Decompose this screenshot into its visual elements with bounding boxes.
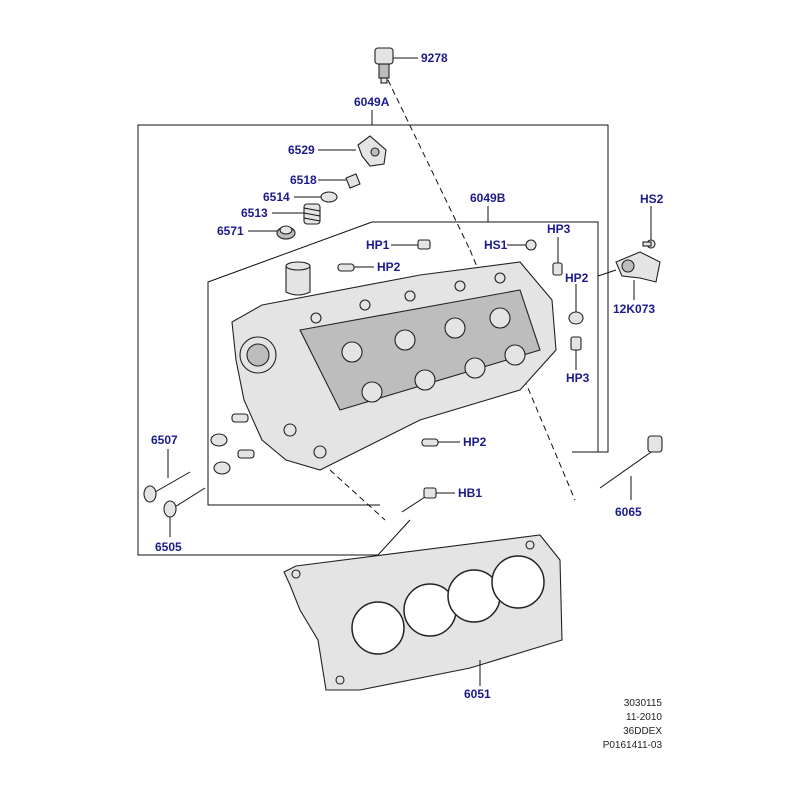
callout-6051: 6051 <box>464 687 491 701</box>
callout-6514: 6514 <box>263 190 290 204</box>
sensor-9278 <box>374 47 394 84</box>
frame-6049B <box>372 221 599 453</box>
seal-6571 <box>276 225 296 240</box>
screw-HS2 <box>642 239 656 249</box>
plug-HP1 <box>417 239 431 250</box>
plug-HP3-lower <box>570 336 582 351</box>
footer-date: 11-2010 <box>626 712 662 723</box>
bolt-HB1 <box>401 487 437 513</box>
bolt-6065 <box>599 435 663 489</box>
valve-6507 <box>143 471 191 503</box>
callout-HB1: HB1 <box>458 486 482 500</box>
plug-HP2-right <box>568 311 584 325</box>
callout-12K073: 12K073 <box>613 302 655 316</box>
callout-6049B: 6049B <box>470 191 506 205</box>
callout-HS1: HS1 <box>484 238 508 252</box>
callout-HP2-right: HP2 <box>565 271 589 285</box>
footer-model-code: 36DDEX <box>623 726 662 737</box>
plug-HP3-upper <box>552 262 563 276</box>
callout-6529: 6529 <box>288 143 315 157</box>
footer-illustration-id: P0161411-03 <box>602 740 662 751</box>
frame-6049B-left <box>207 221 380 506</box>
callout-6571: 6571 <box>217 224 244 238</box>
callout-HS2: HS2 <box>640 192 664 206</box>
plug-HP2-upper <box>337 263 355 272</box>
callout-HP2-upper: HP2 <box>377 260 401 274</box>
collet-6518 <box>345 173 361 189</box>
callout-6049A: 6049A <box>354 95 390 109</box>
callout-HP1: HP1 <box>366 238 390 252</box>
rocker-arm-6529 <box>357 135 387 167</box>
spring-6513 <box>303 203 321 225</box>
dashed-guide-hb1 <box>329 469 386 521</box>
callout-6507: 6507 <box>151 433 178 447</box>
frame-6049A-left <box>137 124 411 556</box>
plug-HP2-lower <box>421 438 439 447</box>
callout-6513: 6513 <box>241 206 268 220</box>
callout-HP3-lower: HP3 <box>566 371 590 385</box>
head-gasket-6051 <box>283 534 563 691</box>
footer-ref-number: 3030115 <box>623 698 662 709</box>
callout-6518: 6518 <box>290 173 317 187</box>
callout-HP2-lower: HP2 <box>463 435 487 449</box>
callout-6065: 6065 <box>615 505 642 519</box>
dashed-guide-9278 <box>387 79 471 251</box>
cylinder-head <box>231 261 557 471</box>
cam-bearing-cup <box>285 261 311 296</box>
callout-9278: 9278 <box>421 51 448 65</box>
callout-6505: 6505 <box>155 540 182 554</box>
valve-6505 <box>163 487 206 518</box>
screw-HS1 <box>525 239 537 251</box>
sensor-12K073 <box>615 251 661 283</box>
valve-guide-seals <box>210 413 255 475</box>
retainer-6514 <box>320 191 338 203</box>
callout-HP3-upper: HP3 <box>547 222 571 236</box>
